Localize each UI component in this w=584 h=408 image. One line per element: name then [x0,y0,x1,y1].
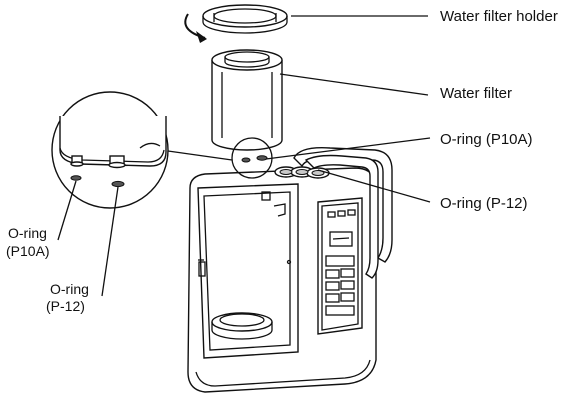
water-filter-cartridge [211,49,283,151]
label-left-p10a: (P10A) [6,243,50,259]
label-oring-p12: O-ring (P-12) [440,195,528,212]
label-oring-p10a: O-ring (P10A) [440,131,533,148]
oring-p12-inset [111,180,125,188]
label-water-filter-holder: Water filter holder [440,8,558,25]
oring-p10a-inset [70,175,82,181]
water-filter-holder [202,4,288,34]
leader-lines [57,15,431,297]
magnified-inset [51,91,233,209]
ionizer-body [187,147,393,393]
label-water-filter: Water filter [440,85,512,102]
label-left-oring-1: O-ring [8,225,47,241]
label-left-oring-2: O-ring [50,281,89,297]
rotation-arrow [184,13,207,43]
label-left-p12: (P-12) [46,298,85,314]
